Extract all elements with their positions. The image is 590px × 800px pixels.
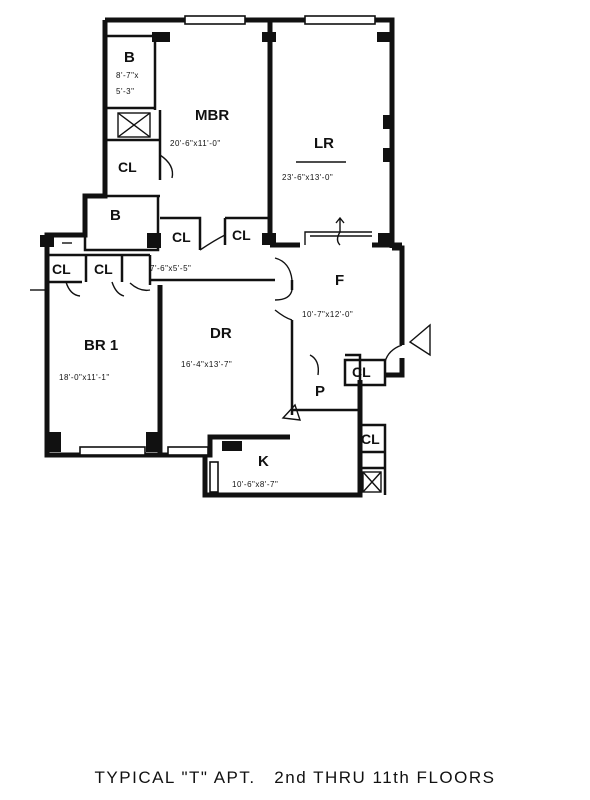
room-b-top-dim2: 5'-3" bbox=[116, 87, 134, 96]
plan-caption: TYPICAL "T" APT. 2nd THRU 11th FLOORS bbox=[94, 768, 496, 787]
room-f-label: F bbox=[335, 272, 344, 289]
room-br1-label: BR 1 bbox=[84, 337, 118, 354]
room-mbr-label: MBR bbox=[195, 107, 229, 124]
room-dr-dim: 16'-4"x13'-7" bbox=[181, 360, 232, 369]
entrance-arrow-icon bbox=[408, 323, 431, 357]
room-lr-dim: 23'-6"x13'-0" bbox=[282, 173, 333, 182]
closet-hall-b-label: CL bbox=[232, 227, 251, 243]
room-p-label: P bbox=[315, 383, 325, 400]
windows bbox=[40, 15, 393, 493]
closet-b-upper-label: CL bbox=[118, 159, 137, 175]
interior-walls bbox=[47, 20, 402, 495]
room-b-top-label: B bbox=[124, 49, 135, 66]
closet-left-label: CL bbox=[52, 261, 71, 277]
room-lr-label: LR bbox=[314, 135, 334, 152]
closet-left2-label: CL bbox=[94, 261, 113, 277]
room-k-dim: 10'-6"x8'-7" bbox=[232, 480, 278, 489]
exterior-walls bbox=[44, 17, 405, 498]
closet-pantry-label: CL bbox=[352, 364, 371, 380]
room-br1-dim: 18'-0"x11'-1" bbox=[59, 373, 110, 382]
room-b-mid-label: B bbox=[110, 207, 121, 224]
room-k-label: K bbox=[258, 453, 269, 470]
closet-hall-a-label: CL bbox=[172, 229, 191, 245]
hall-dim: 7'-6"x5'-5" bbox=[150, 264, 191, 273]
doors bbox=[65, 154, 403, 376]
pantry-door-icon bbox=[281, 403, 302, 421]
room-f-dim: 10'-7"x12'-0" bbox=[302, 310, 353, 319]
north-arrow-icon bbox=[335, 216, 345, 232]
shafts bbox=[117, 112, 392, 493]
room-dr-label: DR bbox=[210, 325, 232, 342]
closet-kitchen-label: CL bbox=[361, 431, 380, 447]
room-mbr-dim: 20'-6"x11'-0" bbox=[170, 139, 221, 148]
room-b-top-dim1: 8'-7"x bbox=[116, 71, 139, 80]
